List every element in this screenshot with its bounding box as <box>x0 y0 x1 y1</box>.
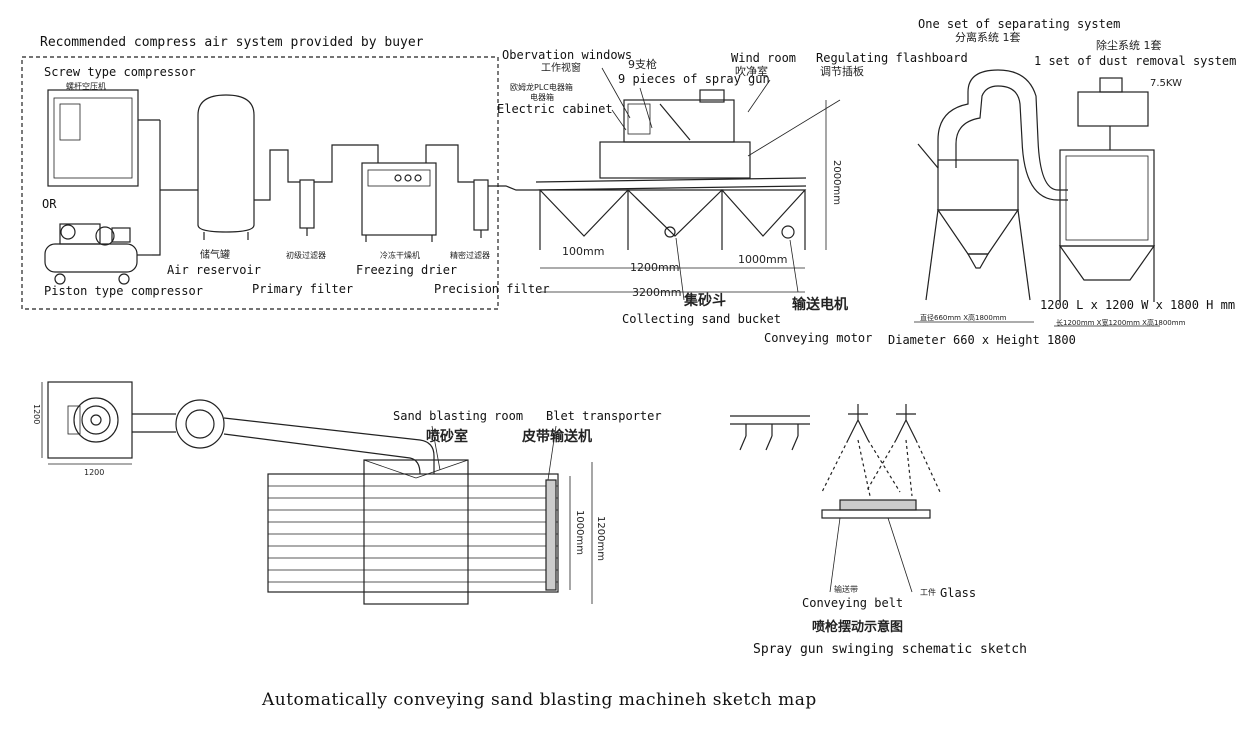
dust-removal-shape <box>1054 77 1160 327</box>
buyer-system-box <box>21 56 499 310</box>
spray-schematic-cn: 喷枪摆动示意图 <box>812 620 904 635</box>
precision-filter-shape <box>473 179 489 238</box>
primary-filter-shape <box>299 179 315 236</box>
spray-gun-cn: 9支枪 <box>628 58 657 71</box>
air-reservoir-shape <box>197 94 255 240</box>
observation-windows-label: Obervation windows <box>502 48 633 62</box>
air-reservoir-cn: 储气罐 <box>200 250 230 261</box>
observation-windows-cn: 工作视窗 <box>541 63 581 74</box>
piston-compressor-label: Piston type compressor <box>44 284 203 298</box>
dust-removal-label: 1 set of dust removal system <box>1034 54 1236 68</box>
wind-room-cn: 吹净室 <box>735 65 768 78</box>
freezing-drier-cn: 冷冻干燥机 <box>380 251 420 260</box>
page-title: Automatically conveying sand blasting ma… <box>262 690 817 710</box>
conveying-belt-cn: 输送带 <box>834 585 858 594</box>
screw-compressor-shape <box>47 89 160 187</box>
glass-cn: 工件 <box>920 588 936 597</box>
screw-compressor-cn: 螺杆空压机 <box>66 82 106 91</box>
freezing-drier-label: Freezing drier <box>356 263 458 277</box>
plan-dim-1000mm: 1000mm <box>574 510 585 555</box>
conveying-belt-label: Conveying belt <box>802 596 904 610</box>
electric-cabinet-label: Electric cabinet <box>497 102 613 116</box>
collecting-bucket-cn: 集砂斗 <box>684 293 726 309</box>
separating-system-label: One set of separating system <box>918 17 1121 31</box>
separating-dimension: Diameter 660 x Height 1800 <box>888 333 1076 347</box>
separating-dim-cn: 直径660mm X高1800mm <box>920 314 1007 322</box>
primary-filter-cn: 初级过滤器 <box>286 251 326 260</box>
spray-schematic-shape <box>730 404 941 593</box>
primary-filter-label: Primary filter <box>252 282 354 296</box>
air-reservoir-label: Air reservoir <box>167 263 261 277</box>
dim-2000mm: 2000mm <box>831 160 842 205</box>
separating-system-shape <box>914 69 1068 323</box>
dim-1200mm: 1200mm <box>630 261 680 274</box>
spray-gun-label: 9 pieces of spray gun <box>618 72 770 86</box>
conveying-motor-label: Conveying motor <box>764 331 873 345</box>
piston-compressor-shape <box>44 223 152 285</box>
plan-dim-1200: 1200 <box>84 468 105 477</box>
blet-transporter-cn: 皮带输送机 <box>522 429 592 445</box>
regulating-flashboard-cn: 调节插板 <box>820 65 864 78</box>
sand-room-label: Sand blasting room <box>393 409 524 423</box>
separating-system-cn: 分离系统 1套 <box>955 31 1021 44</box>
dim-1000mm: 1000mm <box>738 253 788 266</box>
screw-compressor-label: Screw type compressor <box>44 65 196 79</box>
plan-dim-1200-side: 1200 <box>32 404 41 425</box>
dim-100mm: 100mm <box>562 245 605 258</box>
precision-filter-label: Precision filter <box>434 282 550 296</box>
spray-schematic-title: Spray gun swinging schematic sketch <box>753 642 1027 657</box>
electric-cabinet-cn: 欧姆龙PLC电器箱 <box>510 83 573 92</box>
dust-dim-cn: 长1200mm X宽1200mm X高1800mm <box>1056 319 1186 327</box>
freezing-drier-shape <box>361 162 437 242</box>
precision-filter-cn: 精密过滤器 <box>450 251 490 260</box>
dim-3200mm: 3200mm <box>632 286 682 299</box>
or-label: OR <box>42 197 57 211</box>
sand-room-cn: 喷砂室 <box>426 429 468 445</box>
glass-label: Glass <box>940 586 977 600</box>
plan-view-shape <box>41 381 593 605</box>
plan-dim-1200mm: 1200mm <box>595 516 606 561</box>
wind-room-label: Wind room <box>731 51 797 65</box>
dust-removal-cn: 除尘系统 1套 <box>1096 39 1162 52</box>
conveying-motor-cn: 输送电机 <box>792 297 848 313</box>
dust-dimension: 1200 L x 1200 W x 1800 H mm <box>1040 298 1236 312</box>
regulating-flashboard-label: Regulating flashboard <box>816 51 968 65</box>
blet-transporter-label: Blet transporter <box>546 409 662 423</box>
dust-power: 7.5KW <box>1150 78 1182 89</box>
compress-air-heading: Recommended compress air system provided… <box>40 35 424 50</box>
collecting-bucket-label: Collecting sand bucket <box>622 312 781 326</box>
electric-cabinet-cn2: 电器箱 <box>530 93 554 102</box>
blasting-machine-shape <box>535 67 841 301</box>
